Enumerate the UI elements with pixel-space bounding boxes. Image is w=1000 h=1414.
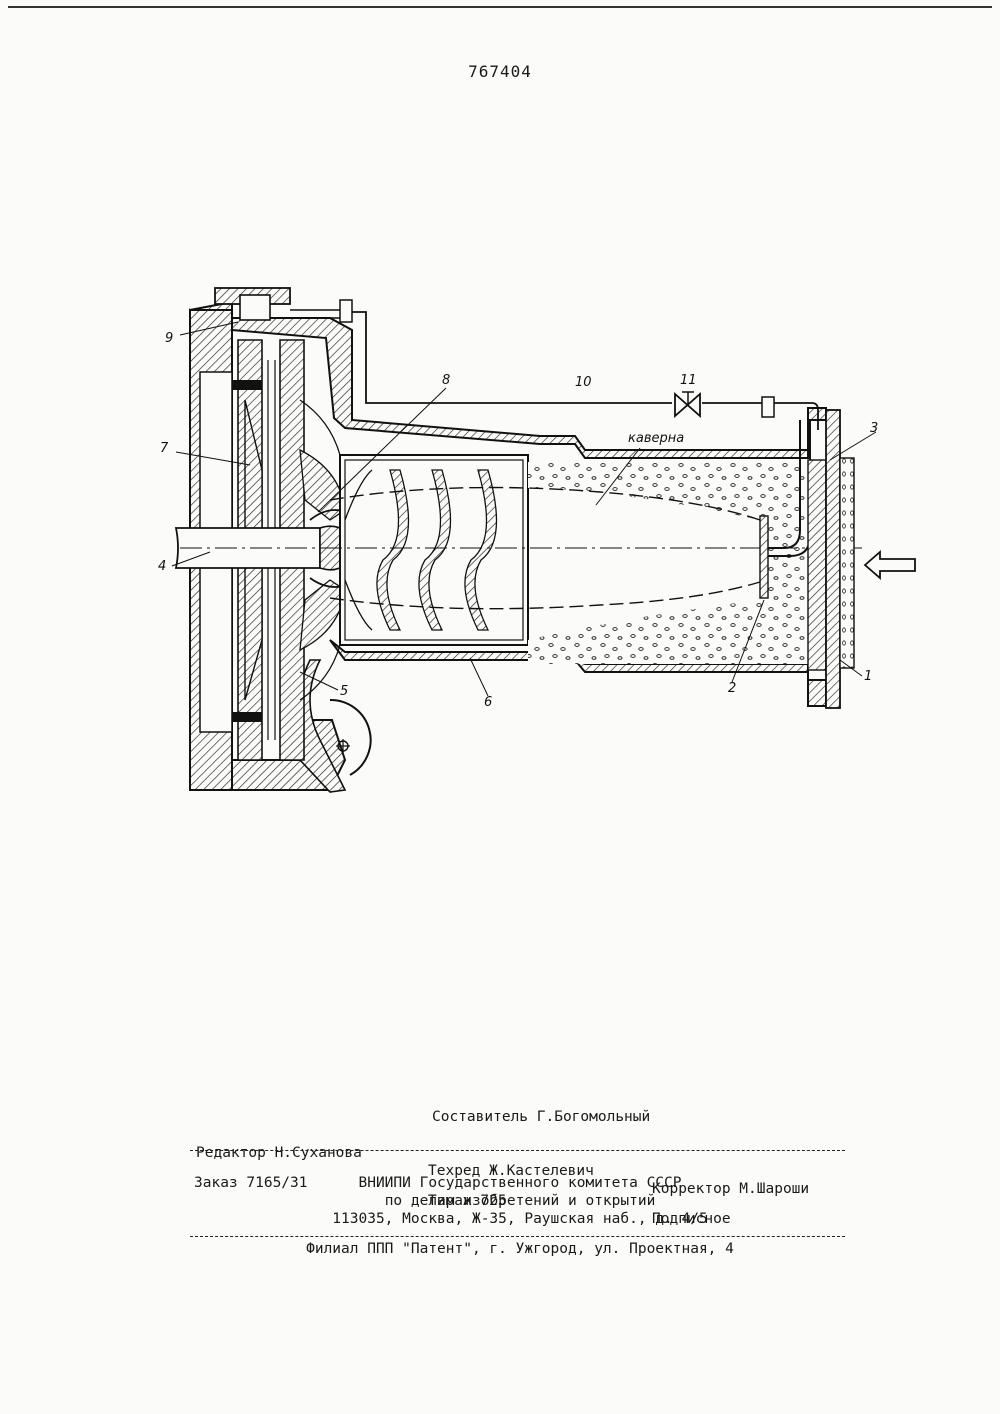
label-6: 6	[484, 695, 492, 710]
divider	[190, 1236, 845, 1237]
label-5: 5	[340, 684, 348, 699]
label-7: 7	[160, 441, 169, 456]
label-10: 10	[575, 375, 592, 390]
inlet-flange-1-grid-3	[808, 410, 854, 708]
label-cavity: каверна	[628, 431, 684, 446]
composer: Составитель Г.Богомольный	[432, 1108, 650, 1126]
auger-inducer-6	[340, 455, 528, 645]
org-line-1: ВНИИПИ Государственного комитета СССР	[190, 1174, 850, 1192]
label-2: 2	[728, 681, 736, 696]
label-11: 11	[680, 373, 697, 388]
label-1: 1	[864, 669, 872, 684]
label-8: 8	[442, 373, 450, 388]
flow-arrow	[865, 552, 915, 578]
bypass-line-10	[290, 300, 818, 430]
label-3: 3	[870, 421, 878, 436]
branch: Филиал ППП "Патент", г. Ужгород, ул. Про…	[190, 1240, 850, 1258]
address: 113035, Москва, Ж-35, Раушская наб., д. …	[190, 1210, 850, 1228]
divider	[190, 1150, 845, 1151]
valve-11	[675, 392, 700, 416]
label-9: 9	[165, 331, 173, 346]
imprint-block: Составитель Г.Богомольный Редактор Н.Сух…	[190, 1108, 850, 1258]
label-4: 4	[158, 559, 166, 574]
org-line-2: по делам изобретений и открытий	[190, 1192, 850, 1210]
